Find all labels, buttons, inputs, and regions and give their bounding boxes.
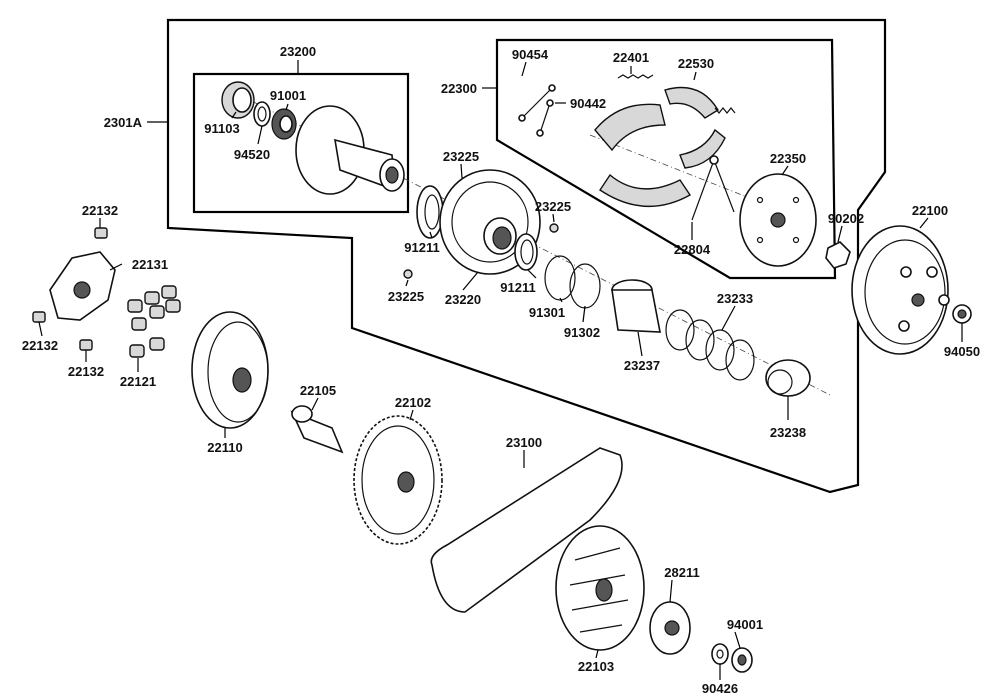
label-91103: 91103 <box>204 121 239 136</box>
movable-drive-face-22110 <box>191 311 269 429</box>
label-91001: 91001 <box>270 88 306 103</box>
label-22131: 22131 <box>132 257 168 272</box>
washer-90426 <box>711 643 729 665</box>
label-22530: 22530 <box>678 56 714 71</box>
label-22132-bottom: 22132 <box>68 364 104 379</box>
clutch-28211 <box>649 601 691 655</box>
label-23220: 23220 <box>445 292 481 307</box>
rollers-22121 <box>127 285 181 358</box>
label-22105: 22105 <box>300 383 336 398</box>
label-90442: 90442 <box>570 96 606 111</box>
label-28211: 28211 <box>664 565 699 580</box>
label-23225-top: 23225 <box>443 149 479 164</box>
nut-90202 <box>825 241 851 269</box>
label-22804: 22804 <box>674 242 711 257</box>
clutch-shoe-22300 <box>594 86 726 208</box>
ramp-plate-22131 <box>49 251 116 321</box>
label-90202: 90202 <box>828 211 864 226</box>
collar-23237 <box>611 279 661 333</box>
drive-belt-23100 <box>430 447 623 613</box>
starter-gear-22102 <box>353 415 443 545</box>
clutch-bell-22100 <box>851 225 950 355</box>
nut-94001 <box>731 647 753 673</box>
label-22401: 22401 <box>613 50 649 65</box>
label-23233: 23233 <box>717 291 753 306</box>
label-23225-mid: 23225 <box>535 199 571 214</box>
label-23200: 23200 <box>280 44 316 59</box>
bushing-22105 <box>290 405 344 454</box>
pin-90454 <box>518 84 556 122</box>
drive-plate-22350 <box>739 173 817 267</box>
slider-22132-bottom <box>79 339 93 351</box>
slider-22132-left <box>32 311 46 323</box>
label-22132-top: 22132 <box>82 203 118 218</box>
label-22103: 22103 <box>578 659 614 674</box>
bearing-91001 <box>271 108 297 140</box>
label-23225-bottom: 23225 <box>388 289 424 304</box>
spring-22804 <box>691 155 735 221</box>
label-90426: 90426 <box>702 681 738 696</box>
axis-line <box>229 89 831 396</box>
spring-23233 <box>665 309 755 381</box>
seal-91211-left <box>416 185 444 239</box>
label-91301: 91301 <box>529 305 565 320</box>
fan-drive-face-22103 <box>555 525 645 651</box>
driven-pulley-23200 <box>295 105 405 195</box>
label-22121: 22121 <box>120 374 156 389</box>
spring-22401 <box>617 74 654 79</box>
label-22300: 22300 <box>441 81 477 96</box>
spring-seat-23238 <box>765 359 811 397</box>
seal-94520 <box>253 101 271 127</box>
assembly-2301A-frame <box>166 18 887 494</box>
pin-23225-mid <box>549 223 559 233</box>
label-22132-left: 22132 <box>22 338 58 353</box>
label-22102: 22102 <box>395 395 431 410</box>
label-22110: 22110 <box>207 440 242 455</box>
nut-94050 <box>952 304 972 324</box>
label-23237: 23237 <box>624 358 660 373</box>
label-91211-right: 91211 <box>500 280 535 295</box>
label-94001: 94001 <box>727 617 763 632</box>
assembly-23200-frame <box>192 72 410 214</box>
label-23100: 23100 <box>506 435 542 450</box>
assembly-22300-frame <box>495 38 837 280</box>
label-94520: 94520 <box>234 147 270 162</box>
label-2301A: 2301A <box>104 115 143 130</box>
pin-90442 <box>536 99 554 137</box>
label-22100: 22100 <box>912 203 948 218</box>
spring-22530 <box>714 107 736 114</box>
slider-22132-top <box>94 227 108 239</box>
label-91302: 91302 <box>564 325 600 340</box>
leader-lines <box>38 60 963 680</box>
needle-bearing-91103 <box>221 81 255 119</box>
label-23238: 23238 <box>770 425 806 440</box>
label-91211-left: 91211 <box>404 240 439 255</box>
label-22350: 22350 <box>770 151 806 166</box>
label-94050: 94050 <box>944 344 980 359</box>
o-ring-91301 <box>544 255 576 301</box>
pin-23225-bottom <box>403 269 413 279</box>
label-90454: 90454 <box>512 47 549 62</box>
seal-91211-right <box>514 233 538 271</box>
